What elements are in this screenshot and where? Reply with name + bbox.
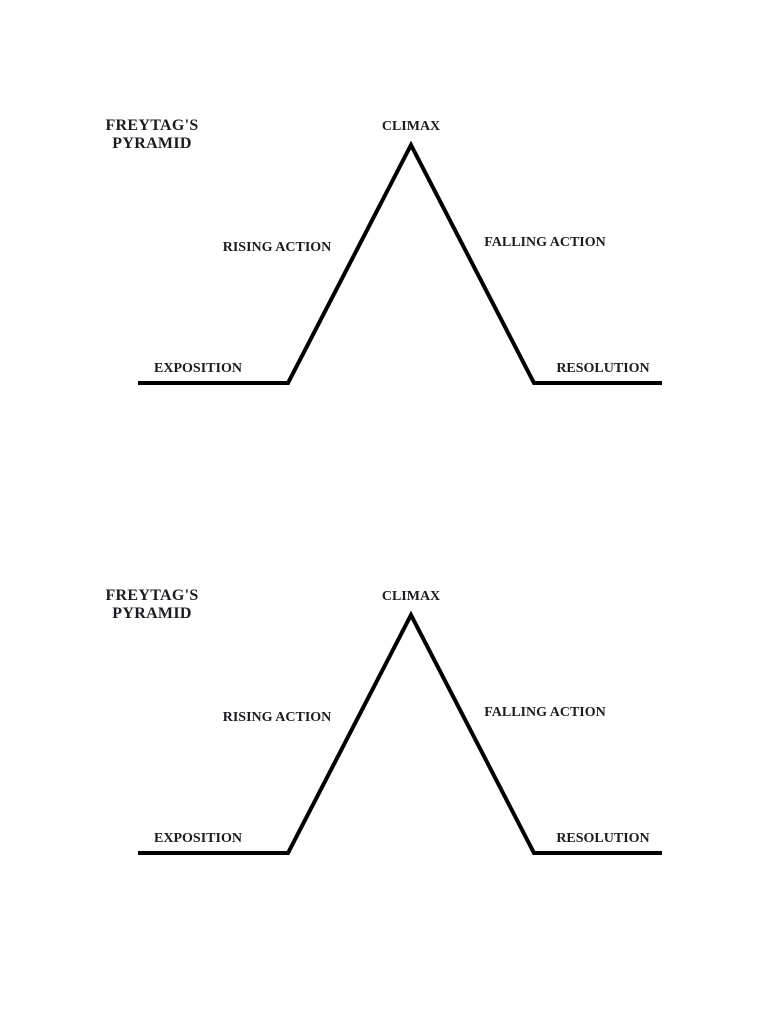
pyramid-line xyxy=(138,140,662,385)
resolution-label: RESOLUTION xyxy=(556,831,650,846)
diagram-title: FREYTAG'S PYRAMID xyxy=(90,587,214,623)
pyramid-line xyxy=(138,610,662,855)
climax-label: CLIMAX xyxy=(381,119,441,134)
rising-action-label: RISING ACTION xyxy=(222,240,332,255)
freytag-pyramid-diagram-2: FREYTAG'S PYRAMID CLIMAX RISING ACTION F… xyxy=(0,470,768,940)
climax-label: CLIMAX xyxy=(381,589,441,604)
exposition-label: EXPOSITION xyxy=(154,831,242,846)
falling-action-label: FALLING ACTION xyxy=(484,235,606,250)
falling-action-label: FALLING ACTION xyxy=(484,705,606,720)
resolution-label: RESOLUTION xyxy=(556,361,650,376)
diagram-title-line2: PYRAMID xyxy=(112,135,192,152)
pyramid-outline xyxy=(138,610,662,855)
pyramid-outline xyxy=(138,140,662,385)
diagram-title-line1: FREYTAG'S xyxy=(105,117,199,134)
rising-action-label: RISING ACTION xyxy=(222,710,332,725)
freytag-pyramid-diagram-1: FREYTAG'S PYRAMID CLIMAX RISING ACTION F… xyxy=(0,0,768,470)
diagram-title-line1: FREYTAG'S xyxy=(105,587,199,604)
diagram-title-line2: PYRAMID xyxy=(112,605,192,622)
exposition-label: EXPOSITION xyxy=(154,361,242,376)
diagram-title: FREYTAG'S PYRAMID xyxy=(90,117,214,153)
